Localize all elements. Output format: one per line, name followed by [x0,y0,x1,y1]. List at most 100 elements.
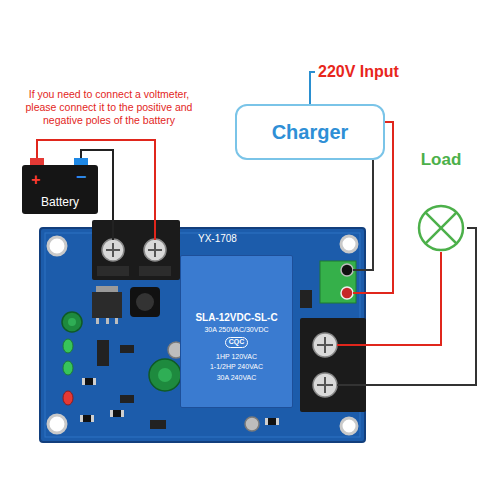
wire-end [337,344,365,346]
note-text: If you need to connect a voltmeter, plea… [18,88,200,127]
load-terminal-block [300,318,366,412]
mounting-hole [341,236,357,252]
circuit-board [40,228,365,442]
battery-terminal-block [102,239,124,261]
regulator-chip [106,318,109,324]
wire-end [337,384,365,386]
input-leader [310,72,315,104]
mounting-hole [48,237,66,255]
charger-wire [365,160,373,270]
board-model: YX-1708 [198,230,237,245]
lamp-symbol [417,204,465,252]
load-terminal-block [313,373,337,397]
load-wire [365,228,476,385]
battery-terminal-block [144,239,166,261]
circuit-board: YX-1708SLA-12VDC-SL-C 30A 250VAC/30VDC CQC… [40,228,365,442]
regulator-chip [92,286,122,324]
positive-pole [30,158,44,166]
node-title: Charger [272,120,349,144]
battery-terminal-block [112,243,114,257]
load-terminal-block [324,377,326,393]
label-box: 220V Input [318,62,399,81]
battery-terminal-block [92,220,180,280]
node-title: Load [415,150,467,170]
label-box: − [76,167,87,189]
resistor [91,415,94,422]
relay-rating: 1-1/2HP 240VAC [210,363,263,371]
capacitor [62,312,82,332]
resistor [265,418,279,425]
load-lamp: Load [415,150,467,252]
lamp-cross [425,212,456,243]
capacitor [149,359,181,391]
mounting-hole [341,418,357,434]
resistor [93,378,96,385]
polarity-sign: + [31,170,40,189]
resistor [265,418,268,425]
lamp-circle [419,206,463,250]
regulator-chip [96,286,118,293]
smd-chip [150,420,166,429]
resistor [110,410,113,417]
charger-terminal [341,287,353,299]
capacitor [245,417,259,431]
relay-model: SLA-12VDC-SL-C [195,312,277,324]
wire-end [353,269,365,271]
resistor [80,415,83,422]
polarity-sign: − [76,167,87,189]
battery-body [22,165,98,214]
resistor [121,410,124,417]
battery-terminal-block [139,266,171,276]
resistor [82,378,96,385]
cert-mark: CQC [225,337,249,347]
negative-pole [74,158,88,166]
battery-terminal-block [97,266,129,276]
relay-rating: 30A 240VAC [217,374,257,382]
relay-rating: 30A 250VAC/30VDC [204,326,268,334]
label-box: + [31,170,40,189]
led [63,339,73,405]
charger-box: Charger [235,104,385,160]
load-terminal-block [324,337,326,353]
smd-chip [120,395,134,403]
label-box: If you need to connect a voltmeter, plea… [18,88,200,127]
capacitor [158,368,172,382]
circuit-board [40,228,365,442]
led [63,391,73,405]
regulator-chip [96,318,99,324]
led [63,339,73,353]
resistor [110,410,124,417]
resistor [276,418,279,425]
charger-terminal [320,261,356,303]
smd-chip [120,345,134,353]
node-title: Battery [41,195,79,209]
relay-rating: 1HP 120VAC [216,353,257,361]
relay-box: SLA-12VDC-SL-C 30A 250VAC/30VDC CQC 1HP 120… [180,255,293,408]
load-wire [365,252,441,345]
led [63,361,73,375]
smd-chip [97,340,109,366]
input-leader [310,72,315,104]
mounting-hole [48,415,66,433]
capacitor [68,318,76,326]
wire-end [353,292,365,294]
regulator-chip [92,292,122,318]
load-terminal-block [300,318,366,412]
resistor [80,415,94,422]
charger-terminal [341,264,353,276]
smd-chip [300,290,312,308]
battery-terminal-block [154,243,156,257]
resistor [82,378,85,385]
wire-end [154,228,156,240]
inductor [130,287,160,317]
lamp-cross [425,212,456,243]
load-terminal-block [313,333,337,357]
charger-terminal [320,261,356,303]
wire-end [112,228,114,240]
regulator-chip [115,318,118,324]
input-label: 220V Input [318,62,399,81]
